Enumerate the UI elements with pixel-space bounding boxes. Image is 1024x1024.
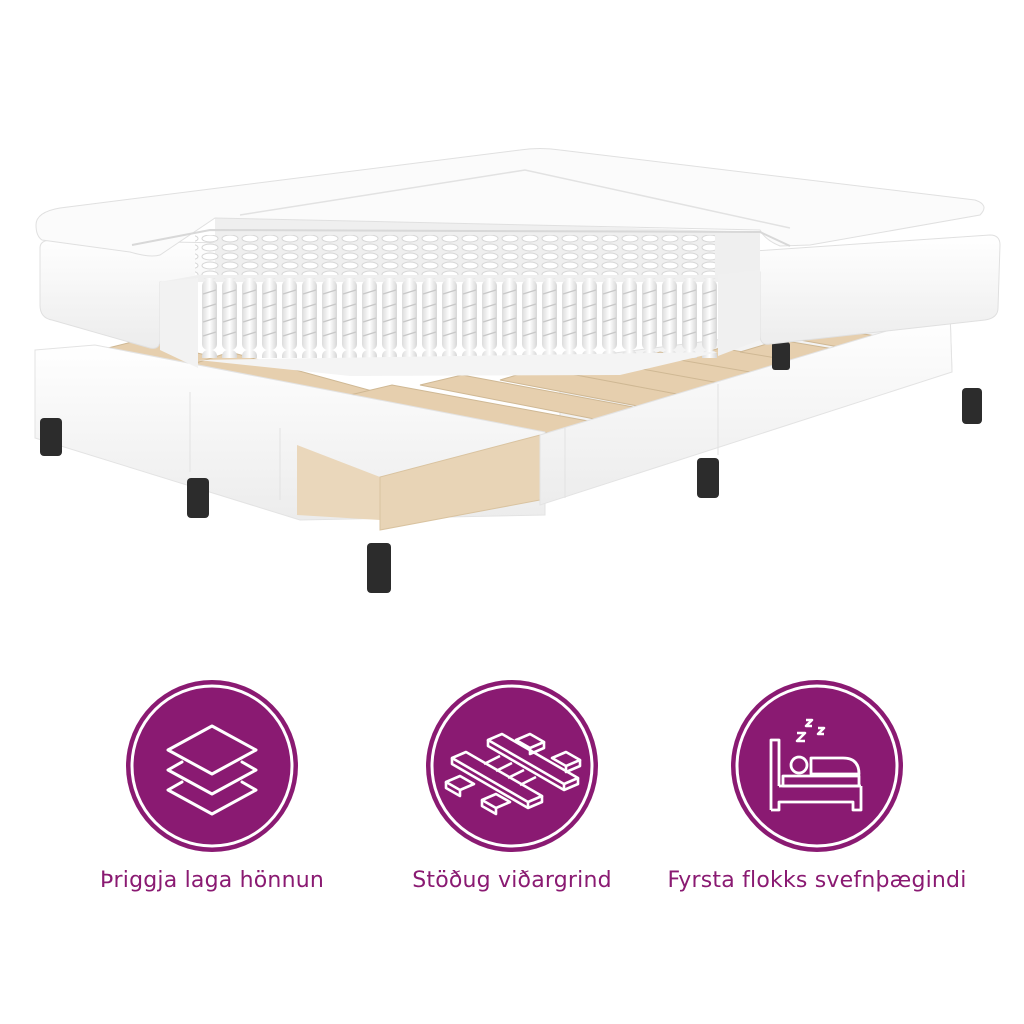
feature-wooden-frame: Stöðug viðargrind xyxy=(362,678,662,893)
bed-base xyxy=(34,309,982,593)
boxspring-bed-illustration xyxy=(34,148,1001,593)
product-image xyxy=(34,148,1001,593)
feature-badge xyxy=(729,678,905,854)
feature-label: Fyrsta flokks svefnþægindi xyxy=(667,868,967,893)
feature-badge xyxy=(424,678,600,854)
sleeping-bed-icon xyxy=(731,680,903,852)
wooden-slats-icon xyxy=(426,680,598,852)
feature-sleep-comfort: Fyrsta flokks svefnþægindi xyxy=(667,678,967,893)
layers-icon xyxy=(126,680,298,852)
mattress xyxy=(35,148,1001,376)
feature-label: Stöðug viðargrind xyxy=(412,868,612,893)
feature-label: Þriggja laga hönnun xyxy=(100,868,324,893)
bed-legs xyxy=(40,342,982,593)
feature-three-layer: Þriggja laga hönnun xyxy=(62,678,362,893)
feature-badge xyxy=(124,678,300,854)
